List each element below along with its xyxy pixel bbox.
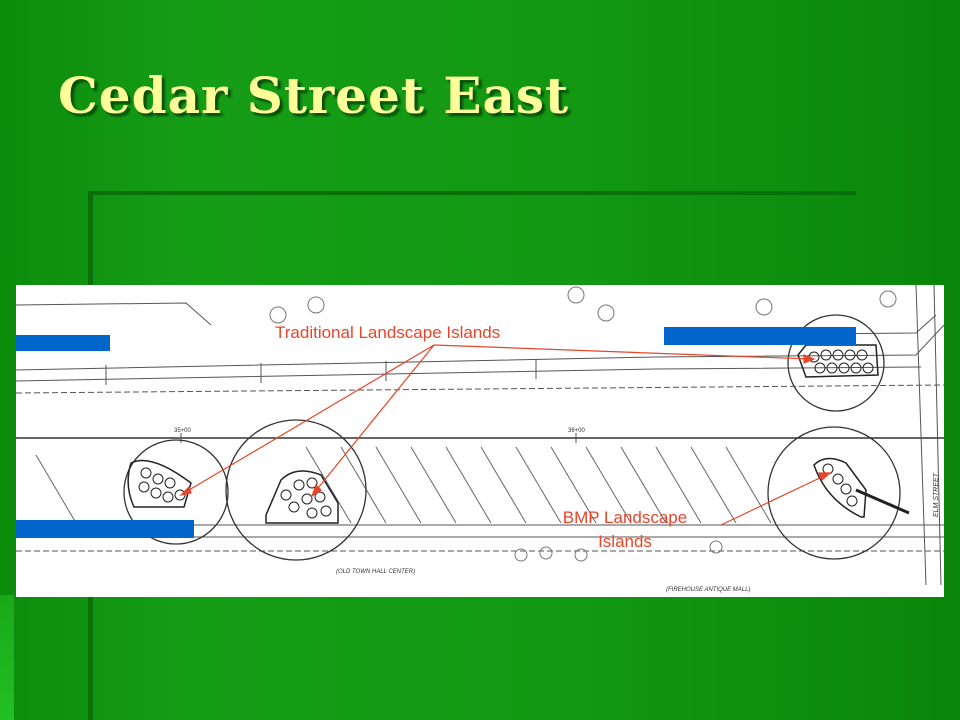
plant-symbol bbox=[306, 507, 318, 519]
parking-stripe bbox=[620, 446, 667, 524]
tree-symbol bbox=[709, 540, 723, 554]
plant-symbol bbox=[301, 493, 313, 505]
old-town-hall-label: (OLD TOWN HALL CENTER) bbox=[336, 569, 415, 575]
elm-street-edge bbox=[915, 285, 927, 586]
callout-arrow-traditional-1 bbox=[183, 344, 435, 494]
slide-title: Cedar Street East bbox=[58, 66, 570, 125]
callout-bmp-line1: BMP Landscape bbox=[562, 508, 688, 527]
plant-symbol bbox=[150, 487, 162, 499]
callout-bmp-islands: BMP Landscape Islands bbox=[530, 506, 720, 554]
arrowhead bbox=[310, 483, 322, 498]
arrowhead bbox=[179, 485, 192, 496]
plant-symbol bbox=[832, 473, 844, 485]
plant-symbol bbox=[174, 489, 186, 501]
parking-stripe bbox=[410, 446, 457, 524]
plant-symbol bbox=[314, 491, 326, 503]
parking-stripe bbox=[480, 446, 527, 524]
arrowhead bbox=[818, 472, 832, 481]
left-accent-bar bbox=[0, 595, 14, 720]
station-label-mid: 36+00 bbox=[568, 428, 586, 434]
plant-symbol bbox=[138, 481, 150, 493]
detail-circle-3 bbox=[787, 314, 885, 412]
callout-arrow-bmp bbox=[720, 474, 827, 526]
landscape-island-3 bbox=[797, 344, 879, 378]
north-sidewalk-line bbox=[16, 366, 922, 382]
callout-arrow-traditional-3 bbox=[433, 344, 812, 360]
tree-symbol bbox=[574, 548, 588, 562]
plant-symbol bbox=[306, 477, 318, 489]
plant-symbol bbox=[280, 489, 292, 501]
elm-street-label: ELM STREET bbox=[933, 472, 940, 517]
frame-line-horizontal bbox=[88, 191, 856, 195]
plant-symbol bbox=[152, 473, 164, 485]
plant-symbol bbox=[814, 362, 826, 374]
parking-stripe bbox=[655, 446, 702, 524]
plant-symbol bbox=[826, 362, 838, 374]
parking-stripe bbox=[340, 446, 387, 524]
site-plan-drawing: 35+00 36+00 (OLD TOWN HALL CENTER) (FIRE… bbox=[16, 285, 944, 597]
firehouse-label: (FIREHOUSE ANTIQUE MALL) bbox=[666, 587, 750, 593]
callout-bmp-line2: Islands bbox=[598, 532, 652, 551]
north-curb-line bbox=[16, 324, 944, 371]
landscape-island-4 bbox=[813, 457, 867, 518]
blue-bar-left-top bbox=[16, 335, 110, 351]
plant-symbol bbox=[862, 362, 874, 374]
plant-symbol bbox=[846, 495, 858, 507]
parking-stripe bbox=[690, 446, 737, 524]
bmp-outfall-pipe bbox=[855, 488, 910, 515]
tree-symbol bbox=[567, 286, 585, 304]
north-property-line bbox=[16, 384, 944, 394]
site-plan-svg: 35+00 36+00 (OLD TOWN HALL CENTER) (FIRE… bbox=[16, 285, 944, 593]
arrowhead bbox=[803, 354, 816, 364]
elm-street-edge-2 bbox=[933, 285, 942, 586]
plant-symbol bbox=[293, 479, 305, 491]
callout-arrow-traditional-2 bbox=[313, 344, 435, 494]
tree-symbol bbox=[755, 298, 773, 316]
plant-symbol bbox=[838, 362, 850, 374]
parking-stripe bbox=[375, 446, 422, 524]
blue-bar-left-bottom bbox=[16, 520, 194, 538]
plant-symbol bbox=[288, 501, 300, 513]
plant-symbol bbox=[140, 467, 152, 479]
parking-stripe bbox=[725, 446, 772, 524]
parking-stripe bbox=[585, 446, 632, 524]
plant-symbol bbox=[840, 483, 852, 495]
parking-stripe bbox=[550, 446, 597, 524]
tree-symbol bbox=[879, 290, 897, 308]
station-label-left: 35+00 bbox=[174, 428, 192, 434]
tree-symbol bbox=[514, 548, 528, 562]
plant-symbol bbox=[850, 362, 862, 374]
plant-symbol bbox=[164, 477, 176, 489]
plant-symbol bbox=[832, 349, 844, 361]
blue-bar-right-top bbox=[664, 327, 856, 345]
plant-symbol bbox=[820, 349, 832, 361]
plant-symbol bbox=[856, 349, 868, 361]
parking-stripe bbox=[515, 446, 562, 524]
tree-symbol bbox=[307, 296, 325, 314]
building-edge-left bbox=[16, 302, 212, 326]
plant-symbol bbox=[320, 505, 332, 517]
parking-stripe bbox=[305, 446, 352, 524]
tree-symbol bbox=[597, 304, 615, 322]
callout-traditional-islands: Traditional Landscape Islands bbox=[275, 323, 501, 342]
plant-symbol bbox=[844, 349, 856, 361]
plant-symbol bbox=[162, 491, 174, 503]
detail-circle-2 bbox=[225, 419, 367, 561]
detail-circle-4 bbox=[767, 426, 901, 560]
detail-circle-1 bbox=[123, 439, 229, 545]
tree-symbol bbox=[269, 306, 287, 324]
landscape-island-2 bbox=[265, 470, 339, 524]
parking-stripe bbox=[35, 454, 77, 524]
tree-symbol bbox=[539, 546, 553, 560]
landscape-island-1 bbox=[127, 459, 192, 508]
parking-stripe bbox=[445, 446, 492, 524]
